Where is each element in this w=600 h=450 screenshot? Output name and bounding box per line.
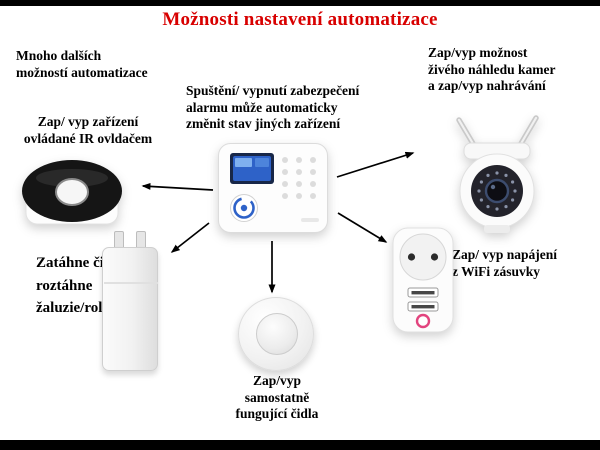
motion-sensor-icon xyxy=(238,297,314,371)
wifi-camera-icon xyxy=(443,115,551,233)
letterbox-bottom xyxy=(0,440,600,450)
label-alarm-center: Spuštění/ vypnutí zabezpečení alarmu můž… xyxy=(186,83,360,132)
blind-motor-icon xyxy=(101,231,159,371)
smart-plug-icon xyxy=(391,226,455,334)
blind-motor-seam xyxy=(104,282,158,284)
label-camera: Zap/vyp možnost živého náhledu kamer a z… xyxy=(428,45,556,94)
page-title: Možnosti nastavení automatizace xyxy=(162,9,438,30)
label-ir-device: Zap/ vyp zařízení ovládané IR ovldačem xyxy=(23,114,153,146)
ir-controller-icon xyxy=(20,158,124,226)
label-wifi-socket: Zap/ vyp napájení z WiFi zásuvky xyxy=(452,247,558,279)
label-sensors: Zap/vyp samostatně fungující čidla xyxy=(235,373,319,422)
alarm-panel-icon xyxy=(217,142,329,234)
sensor-dome xyxy=(256,313,298,355)
arrow-to-smart-plug xyxy=(337,212,388,243)
arrow-to-ir-controller xyxy=(141,182,214,191)
label-many-options: Mnoho dalších možností automatizace xyxy=(16,48,148,80)
blind-motor-body xyxy=(102,247,158,371)
label-blinds: Zatáhne či roztáhne žaluzie/rolety xyxy=(36,255,122,316)
arrow-to-camera xyxy=(336,151,415,178)
letterbox-top xyxy=(0,0,600,6)
arrow-to-blind-motor xyxy=(170,222,210,253)
